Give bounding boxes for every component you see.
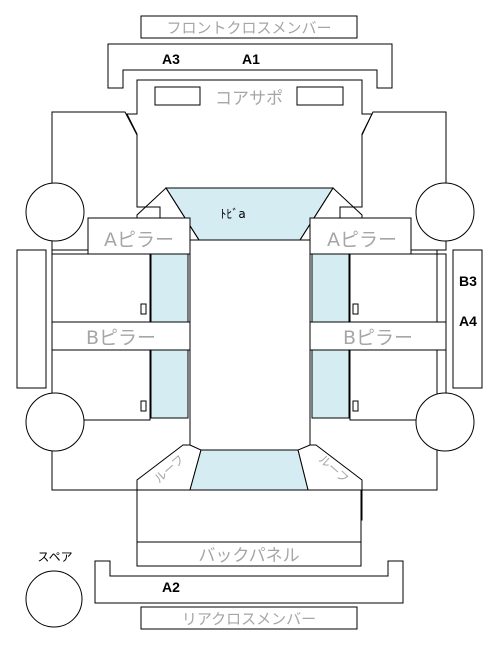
core-support-right-slot [296, 86, 344, 106]
front-cross-member-box[interactable] [140, 15, 358, 39]
roof-panel[interactable] [189, 239, 311, 451]
left-rocker-panel[interactable] [16, 249, 47, 389]
spare-label: スペア [37, 550, 72, 564]
wheel-front-right[interactable] [415, 182, 475, 242]
door-handle-right-rear [352, 400, 359, 412]
code-b3: B3 [459, 273, 477, 289]
door-label-code: ﾄﾋﾞa [220, 207, 245, 221]
a-pillar-right-label: Aピラー [327, 229, 397, 251]
right-rocker-panel[interactable] [452, 249, 483, 389]
front-cross-member-label: フロントクロスメンバー [166, 19, 331, 37]
b-pillar-left-label: Bピラー [86, 327, 156, 349]
rear-window-glass[interactable] [189, 449, 309, 491]
front-bumper-outline[interactable] [107, 43, 393, 89]
rear-cross-member-box[interactable] [140, 606, 358, 630]
wheel-rear-left[interactable] [25, 392, 85, 452]
door-handle-left-front [140, 303, 147, 315]
rear-cross-member-label: リアクロスメンバー [182, 610, 316, 628]
core-support-label: コアサポ [215, 89, 283, 109]
b-pillar-right-label: Bピラー [343, 327, 413, 349]
b-pillar-right-band[interactable] [309, 321, 447, 351]
rear-bumper-outline[interactable] [94, 560, 404, 604]
core-support-left-slot [154, 86, 201, 106]
spare-tire[interactable] [25, 570, 83, 628]
wheel-front-left[interactable] [25, 182, 85, 242]
wheel-rear-right[interactable] [415, 392, 475, 452]
code-a3: A3 [162, 51, 180, 67]
b-pillar-left-band[interactable] [51, 321, 191, 351]
a-pillar-left-label: Aピラー [104, 229, 174, 251]
code-a1: A1 [242, 51, 260, 67]
door-handle-right-front [352, 303, 359, 315]
back-panel-box[interactable] [136, 541, 362, 567]
code-a4: A4 [459, 313, 477, 329]
back-panel-label: バックパネル [198, 546, 299, 566]
code-a2: A2 [162, 579, 180, 595]
door-handle-left-rear [140, 400, 147, 412]
trunk-lid[interactable] [136, 489, 362, 543]
